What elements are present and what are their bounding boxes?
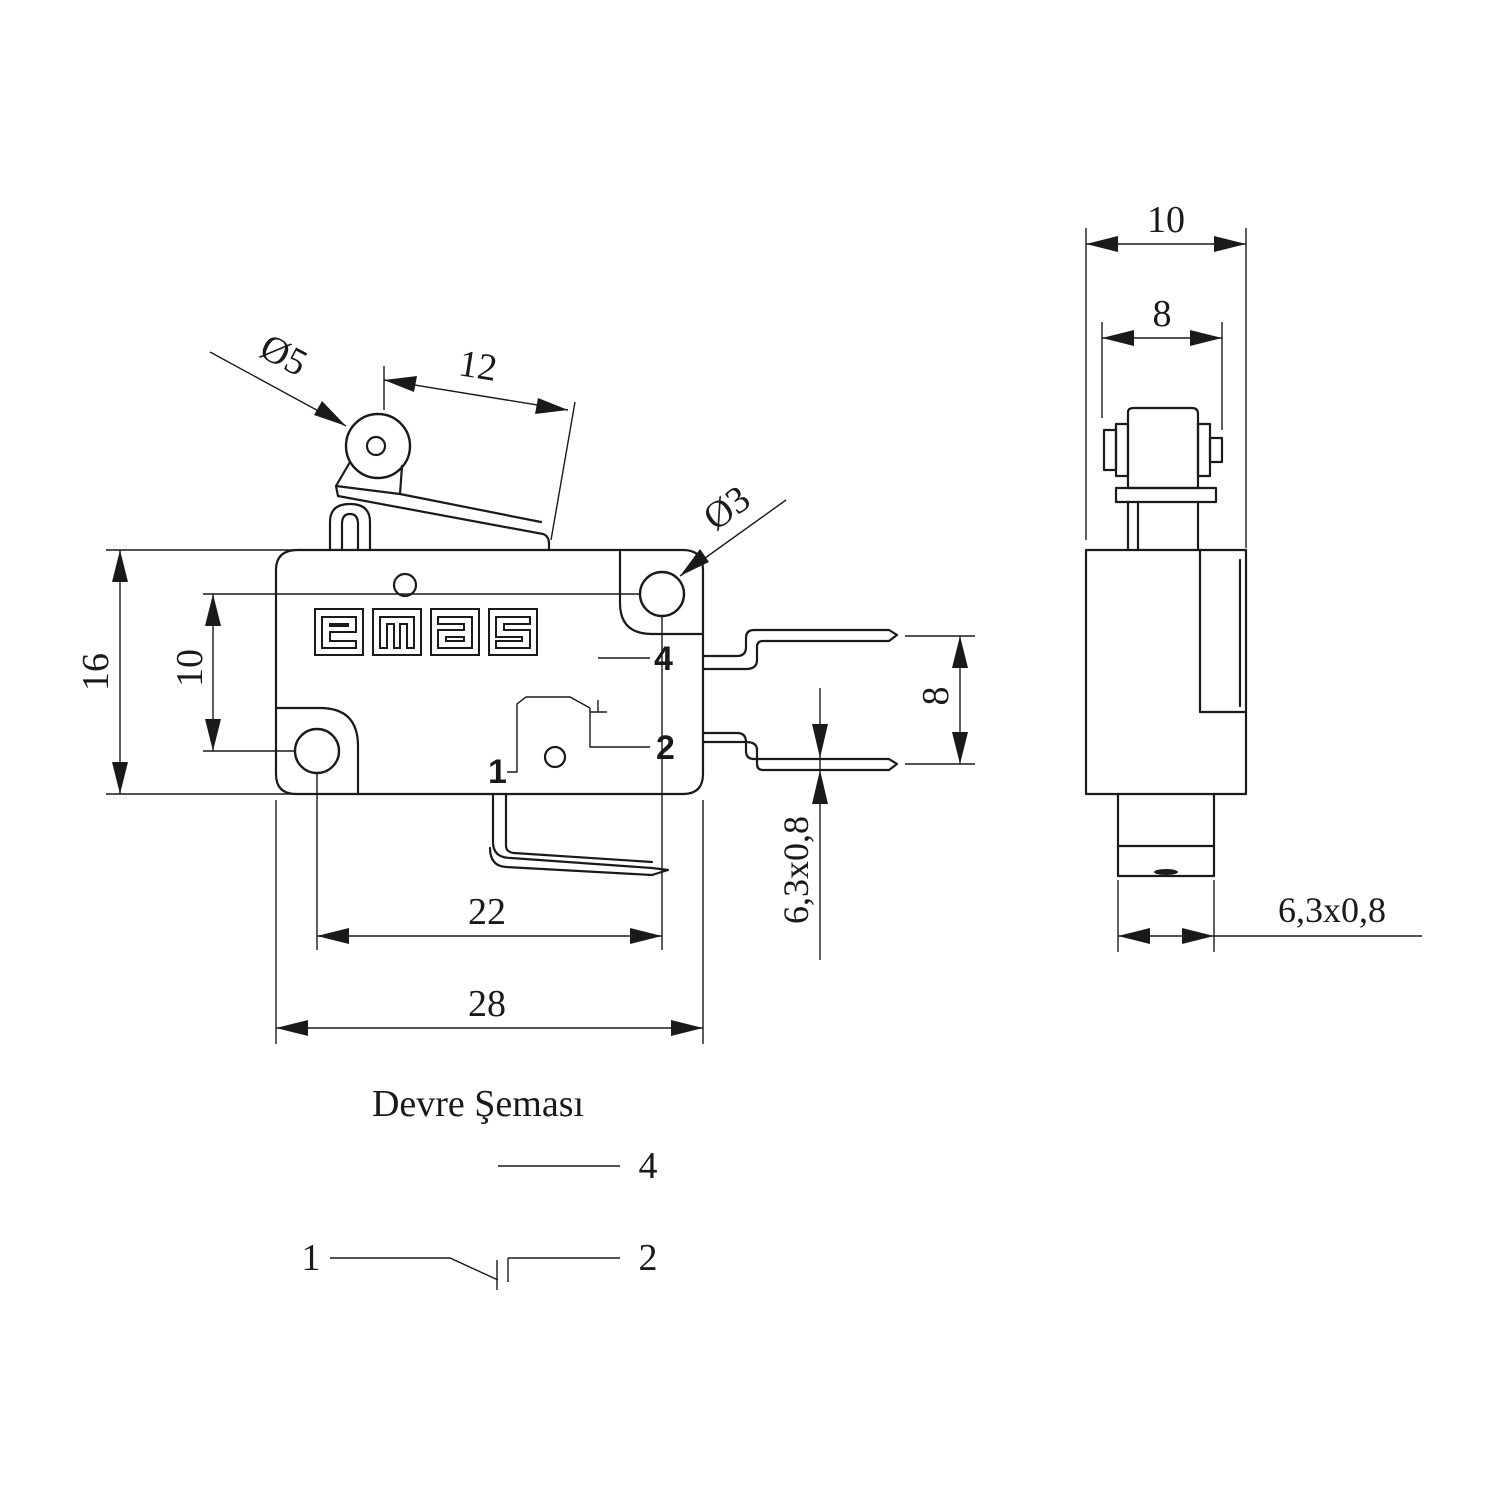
svg-text:22: 22 (468, 891, 506, 933)
svg-text:Ø3: Ø3 (696, 478, 758, 539)
schematic-label-1: 1 (302, 1237, 321, 1279)
emas-logo (314, 608, 538, 656)
svg-text:12: 12 (456, 342, 500, 389)
roller (344, 412, 412, 480)
svg-text:10: 10 (169, 649, 211, 687)
roller-axle (365, 435, 387, 457)
svg-text:6,3x0,8: 6,3x0,8 (776, 816, 816, 924)
roller-lever (328, 412, 551, 552)
svg-text:8: 8 (915, 687, 957, 706)
svg-text:8: 8 (1153, 293, 1172, 335)
dim-overall-width: 10 (1086, 199, 1246, 252)
svg-text:10: 10 (1147, 199, 1185, 241)
body-contact-symbol (507, 657, 650, 773)
terminal-2 (701, 731, 899, 772)
dim-body-length: 28 (276, 983, 703, 1036)
reference-pin-hole (392, 572, 418, 598)
dim-body-height: 16 (75, 550, 128, 794)
dim-terminal-size-front: 6,3x0,8 (776, 724, 828, 924)
dim-roller-width: 8 (1102, 293, 1222, 346)
schematic-label-4: 4 (639, 1145, 658, 1187)
mounting-boss-right (618, 550, 705, 636)
side-view: 10 8 6,3x0,8 (1084, 199, 1422, 952)
mounting-hole-right (638, 570, 686, 618)
terminal-4 (701, 628, 899, 671)
svg-text:Ø5: Ø5 (253, 326, 314, 385)
mounting-boss-left (274, 706, 360, 796)
svg-text:16: 16 (75, 653, 117, 691)
body-pin-label-1: 1 (488, 753, 507, 791)
svg-text:6,3x0,8: 6,3x0,8 (1278, 890, 1386, 930)
schematic-label-2: 2 (639, 1237, 658, 1279)
body-pin-label-4: 4 (654, 640, 673, 678)
dim-lever-offset: 12 (383, 342, 569, 414)
schematic-title: Devre Şeması (372, 1083, 584, 1125)
mounting-hole-left (293, 727, 341, 775)
dim-roller-diameter: Ø5 (209, 326, 347, 427)
circuit-schematic: Devre Şeması 4 1 2 (302, 1083, 658, 1290)
dim-hole-diameter: Ø3 (679, 478, 787, 577)
terminal-1 (488, 792, 670, 877)
svg-text:28: 28 (468, 983, 506, 1025)
dim-terminal-size-side: 6,3x0,8 (1118, 890, 1422, 944)
dim-hole-spacing-horizontal: 22 (317, 891, 662, 944)
body-pin-label-2: 2 (656, 729, 675, 767)
dim-hole-spacing-vertical: 10 (169, 594, 221, 751)
dim-terminal-spacing: 8 (915, 636, 968, 764)
front-view: 4 2 1 16 (75, 326, 975, 1044)
